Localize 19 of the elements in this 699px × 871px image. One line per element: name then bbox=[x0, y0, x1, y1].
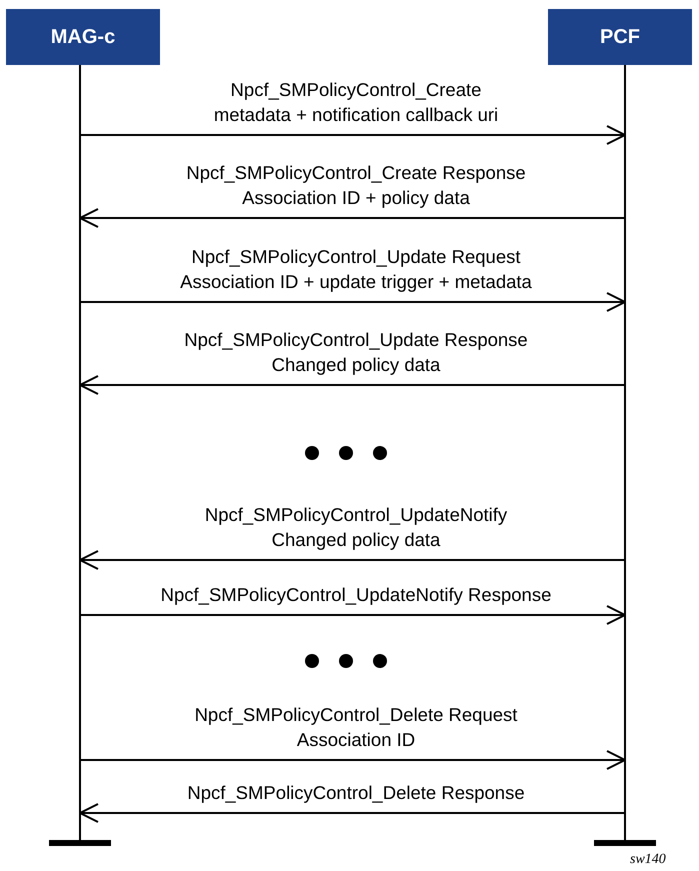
message-arrow bbox=[80, 750, 626, 770]
message-arrow bbox=[80, 605, 626, 625]
message-arrow bbox=[79, 803, 625, 823]
participant-box: MAG-c bbox=[6, 9, 160, 65]
message-arrow bbox=[80, 125, 626, 145]
message-label: Npcf_SMPolicyControl_UpdateNotify Response bbox=[160, 583, 552, 607]
message-label: Npcf_SMPolicyControl_Create Response Association ID + policy data bbox=[186, 161, 526, 210]
message-label: Npcf_SMPolicyControl_Update Request Association ID + update trigger + metadata bbox=[180, 245, 532, 294]
message-label: Npcf_SMPolicyControl_UpdateNotify Changed policy data bbox=[204, 503, 508, 552]
message-label: Npcf_SMPolicyControl_Update Response Changed policy data bbox=[184, 328, 528, 377]
message-arrow bbox=[80, 292, 626, 312]
message-arrow bbox=[79, 375, 625, 395]
message-label: Npcf_SMPolicyControl_Delete Request Association ID bbox=[194, 703, 518, 752]
message-label: Npcf_SMPolicyControl_Create metadata + notification callback uri bbox=[214, 78, 498, 127]
message-arrow bbox=[79, 550, 625, 570]
message-label: Npcf_SMPolicyControl_Delete Response bbox=[187, 781, 525, 805]
participant-box: PCF bbox=[548, 9, 692, 65]
message-arrow bbox=[79, 208, 625, 228]
figure-id: sw140 bbox=[630, 852, 666, 868]
